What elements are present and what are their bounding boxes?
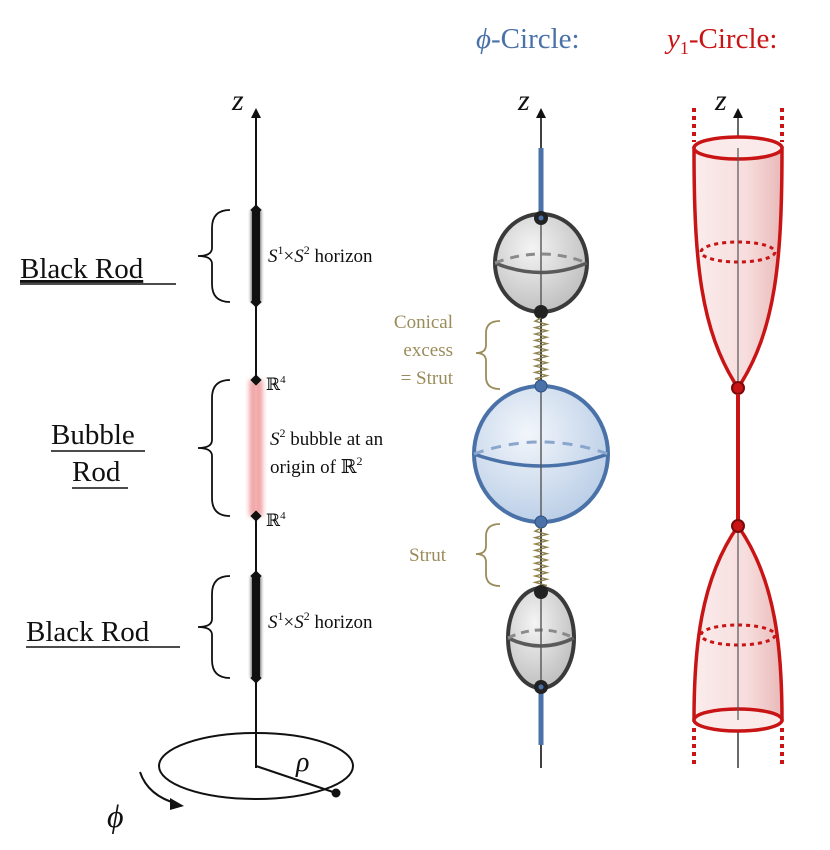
top-rod-lower-diamond [250,296,262,308]
conical-brace [475,320,501,390]
bottom-gray-sphere [506,586,576,690]
left-z-label: z [231,84,244,117]
top-strut-spring [532,317,550,381]
top-rod-upper-diamond [250,204,262,216]
bottom-sphere-lower-node-core [538,684,544,690]
bubble-rod-name-line1: Bubble [51,419,135,451]
bubble-sphere [472,384,610,524]
bottom-sphere-upper-node [534,585,548,599]
top-cone-tip-node [731,381,745,395]
bubble-lower-node [534,515,548,529]
top-rod-name: Black Rod [20,253,144,285]
phi-arrow-head [170,798,184,810]
phi-circle-column: z [394,84,610,768]
rho-label: ρ [295,747,309,778]
top-rod-description: S1×S2 horizon [268,243,373,267]
top-sphere-upper-node-core [538,215,544,221]
right-z-label: z [714,84,727,117]
bottom-cone [692,522,784,733]
middle-z-label: z [517,84,530,117]
bubble-upper-node [534,379,548,393]
bottom-strut-spring [532,527,550,587]
strut-brace [475,523,501,587]
bubble-rod-lower-diamond [250,510,262,522]
phi-header-suffix: -Circle: [491,23,580,55]
top-gray-sphere [493,212,589,314]
strut-label: Strut [409,545,447,566]
phi-symbol: ϕ [476,23,491,55]
bottom-rod-upper-diamond [250,570,262,582]
bubble-rod-top-endpoint: ℝ4 [266,374,286,394]
svg-text:y1-Circle:: y1-Circle: [664,23,777,58]
bottom-cone-tip-node [731,519,745,533]
bottom-rod-lower-diamond [250,672,262,684]
y1-header-suffix: -Circle: [689,23,778,55]
top-cone [692,135,784,392]
conical-label-line2: excess [403,340,453,361]
phi-rotation-arrow [139,771,179,805]
conical-label-line1: Conical [394,312,453,333]
base-ellipse [158,732,354,800]
bubble-rod-description-line2: origin of ℝ2 [270,454,363,478]
top-black-rod [252,210,260,302]
conical-label-line3: = Strut [401,368,454,389]
bottom-rod-description: S1×S2 horizon [268,609,373,633]
rho-point [331,788,341,798]
y1-circle-header: y1-Circle: [664,23,777,58]
phi-label: ϕ [107,798,124,834]
bottom-black-rod [252,576,260,678]
y-symbol: y [664,23,680,55]
bubble-rod-brace [197,379,231,517]
bubble-rod-name-line2: Rod [72,456,121,488]
svg-text:ϕ-Circle:: ϕ-Circle: [476,23,580,55]
bubble-rod-upper-diamond [250,374,262,386]
left-column: z Black Rod Bubble Rod Black Rod S1×S2 h [20,84,384,834]
bottom-rod-brace [197,575,231,679]
top-rod-brace [197,209,231,303]
top-sphere-lower-node [534,305,548,319]
bubble-rod-bottom-endpoint: ℝ4 [266,510,286,530]
phi-circle-header: ϕ-Circle: [476,23,580,55]
y1-circle-column: z [692,84,784,768]
y-subscript: 1 [680,38,689,58]
bubble-rod-description-line1: S2 bubble at an [270,426,384,450]
bottom-rod-name: Black Rod [26,616,150,648]
rho-radius-line [255,765,337,794]
